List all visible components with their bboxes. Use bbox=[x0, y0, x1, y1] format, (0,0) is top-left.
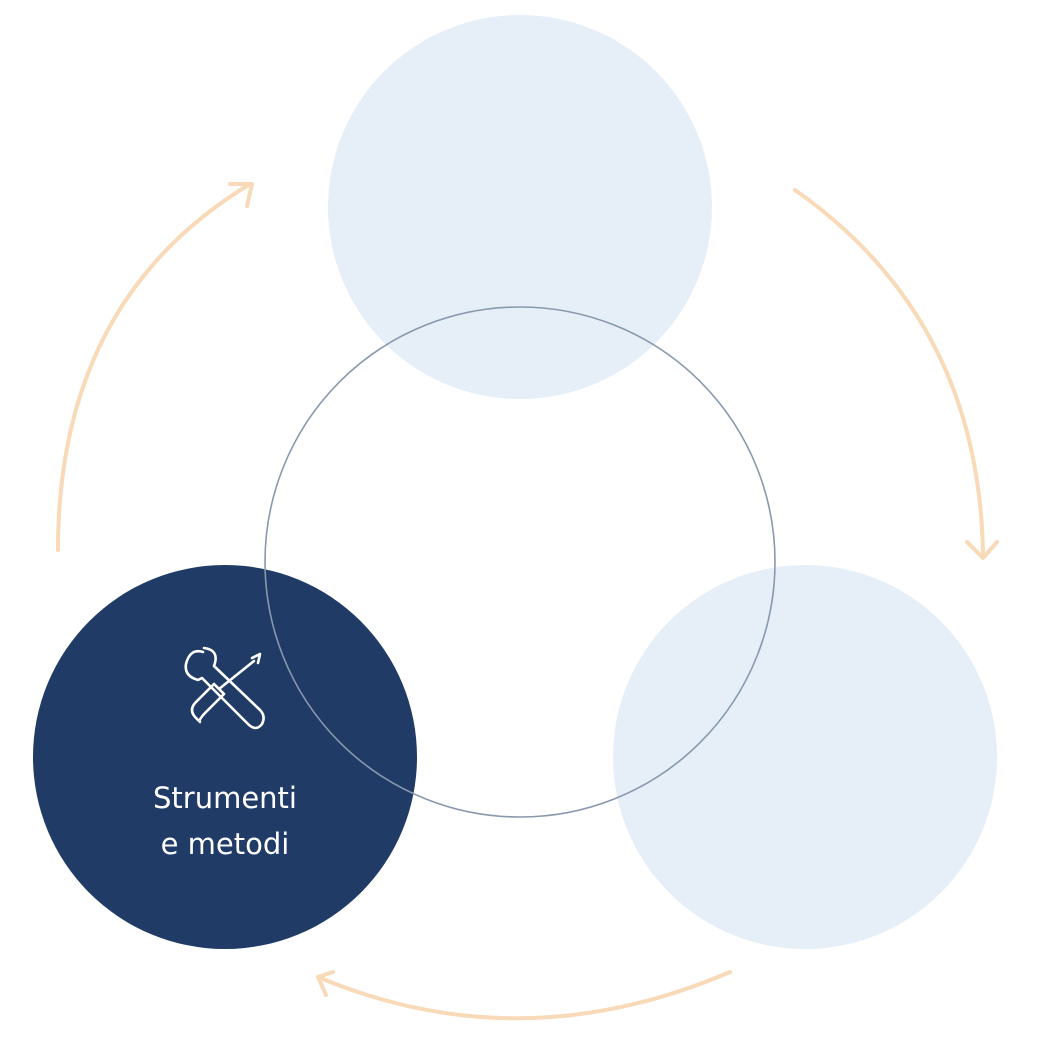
active-label-line-1: Strumenti bbox=[153, 781, 297, 815]
center-ring bbox=[264, 306, 776, 818]
tools-icon bbox=[184, 646, 265, 730]
circle-bottom-left-active[interactable] bbox=[33, 565, 417, 949]
arrow-right-to-left bbox=[316, 970, 732, 1021]
circle-bottom-right[interactable] bbox=[613, 565, 997, 949]
circle-top[interactable] bbox=[328, 15, 712, 399]
arrow-top-to-right bbox=[793, 188, 999, 560]
cycle-arrows bbox=[56, 182, 999, 1021]
arrow-left-to-top bbox=[56, 182, 254, 552]
active-label-line-2: e metodi bbox=[161, 827, 290, 861]
